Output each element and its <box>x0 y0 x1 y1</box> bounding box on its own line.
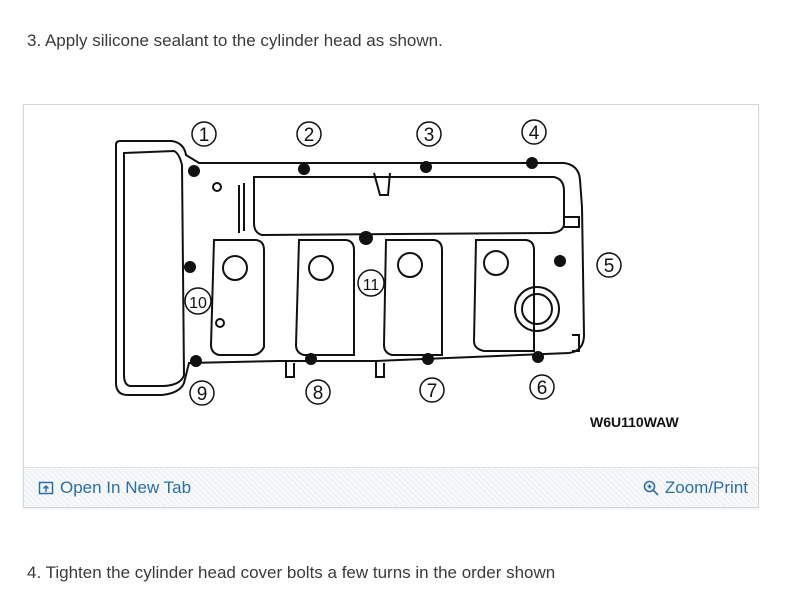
plug-channel-1 <box>209 239 265 356</box>
figure-container: 1 2 3 4 5 6 7 8 9 10 11 W6U110WAW <box>23 104 759 508</box>
bolt-label-8: 8 <box>313 383 324 404</box>
bolt-label-11: 11 <box>363 277 380 294</box>
zoom-print-label: Zoom/Print <box>664 478 748 497</box>
plug-channel-3 <box>382 239 443 356</box>
magnifier-plus-icon <box>643 480 659 496</box>
bolt-label-4: 4 <box>529 123 540 144</box>
figure-toolbar: Open In New Tab Zoom/Print <box>24 467 758 507</box>
bolt-label-6: 6 <box>537 378 548 399</box>
figure-code: W6U110WAW <box>590 414 679 430</box>
gasket-outline <box>115 140 586 396</box>
bolt-label-9: 9 <box>197 384 208 405</box>
open-in-new-tab-link[interactable]: Open In New Tab <box>38 478 191 498</box>
open-in-new-tab-label: Open In New Tab <box>60 478 192 497</box>
bolt-label-5: 5 <box>604 256 615 277</box>
bolt-label-1: 1 <box>199 125 210 146</box>
cylinder-head-cover-diagram: 1 2 3 4 5 6 7 8 9 10 11 W6U110WAW <box>115 119 679 430</box>
step-3-instruction: 3. Apply silicone sealant to the cylinde… <box>27 31 443 50</box>
bolt-label-10: 10 <box>189 295 207 312</box>
zoom-print-link[interactable]: Zoom/Print <box>643 478 748 498</box>
open-in-new-tab-icon <box>38 481 54 495</box>
step-4-instruction: 4. Tighten the cylinder head cover bolts… <box>27 563 556 582</box>
plug-channel-2 <box>294 239 355 356</box>
bolt-label-3: 3 <box>424 125 435 146</box>
bolt-label-2: 2 <box>304 125 315 146</box>
bolt-label-7: 7 <box>427 381 438 402</box>
camshaft-bridge <box>253 176 565 237</box>
plug-channel-4 <box>472 239 535 352</box>
gasket-inner <box>123 149 186 387</box>
